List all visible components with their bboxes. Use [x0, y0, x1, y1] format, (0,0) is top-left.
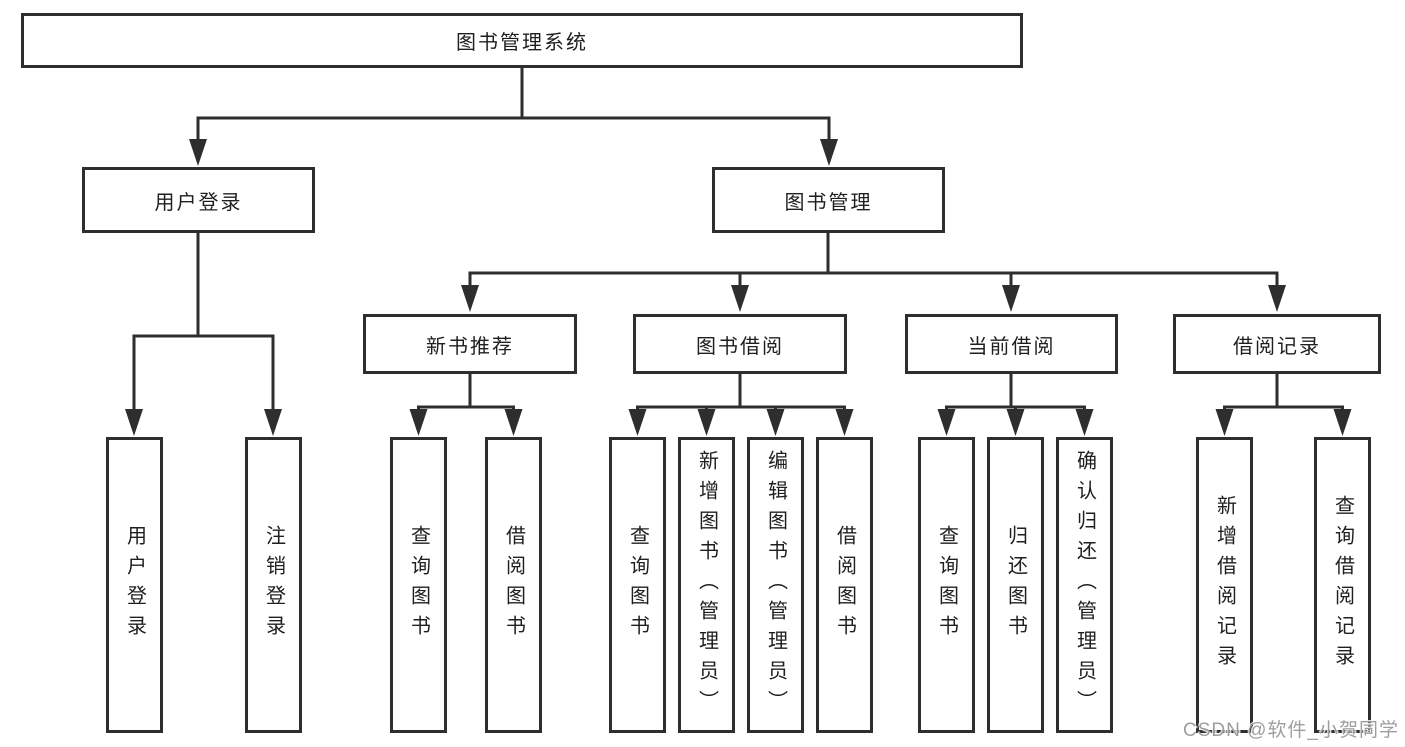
- node-borrowing-records: 借阅记录: [1173, 314, 1381, 374]
- leaf-confirm-return-admin: 确认归还（管理员）: [1056, 437, 1113, 733]
- leaf-user-login: 用户登录: [106, 437, 163, 733]
- leaf-borrow-books-recommend: 借阅图书: [485, 437, 542, 733]
- csdn-watermark: CSDN @软件_小贺同学: [1183, 720, 1399, 741]
- leaf-query-borrow-record: 查询借阅记录: [1314, 437, 1371, 733]
- node-book-borrowing: 图书借阅: [633, 314, 847, 374]
- node-user-login: 用户登录: [82, 167, 315, 233]
- leaf-query-books-current: 查询图书: [918, 437, 975, 733]
- leaf-add-book-admin: 新增图书（管理员）: [678, 437, 735, 733]
- node-new-book-recommend: 新书推荐: [363, 314, 577, 374]
- node-current-borrowing: 当前借阅: [905, 314, 1118, 374]
- leaf-borrow-books-borrowing: 借阅图书: [816, 437, 873, 733]
- leaf-add-borrow-record: 新增借阅记录: [1196, 437, 1253, 733]
- leaf-query-books-recommend: 查询图书: [390, 437, 447, 733]
- leaf-edit-book-admin: 编辑图书（管理员）: [747, 437, 804, 733]
- leaf-logout: 注销登录: [245, 437, 302, 733]
- leaf-query-books-borrowing: 查询图书: [609, 437, 666, 733]
- node-book-management: 图书管理: [712, 167, 945, 233]
- leaf-return-book: 归还图书: [987, 437, 1044, 733]
- node-library-management-system: 图书管理系统: [21, 13, 1023, 68]
